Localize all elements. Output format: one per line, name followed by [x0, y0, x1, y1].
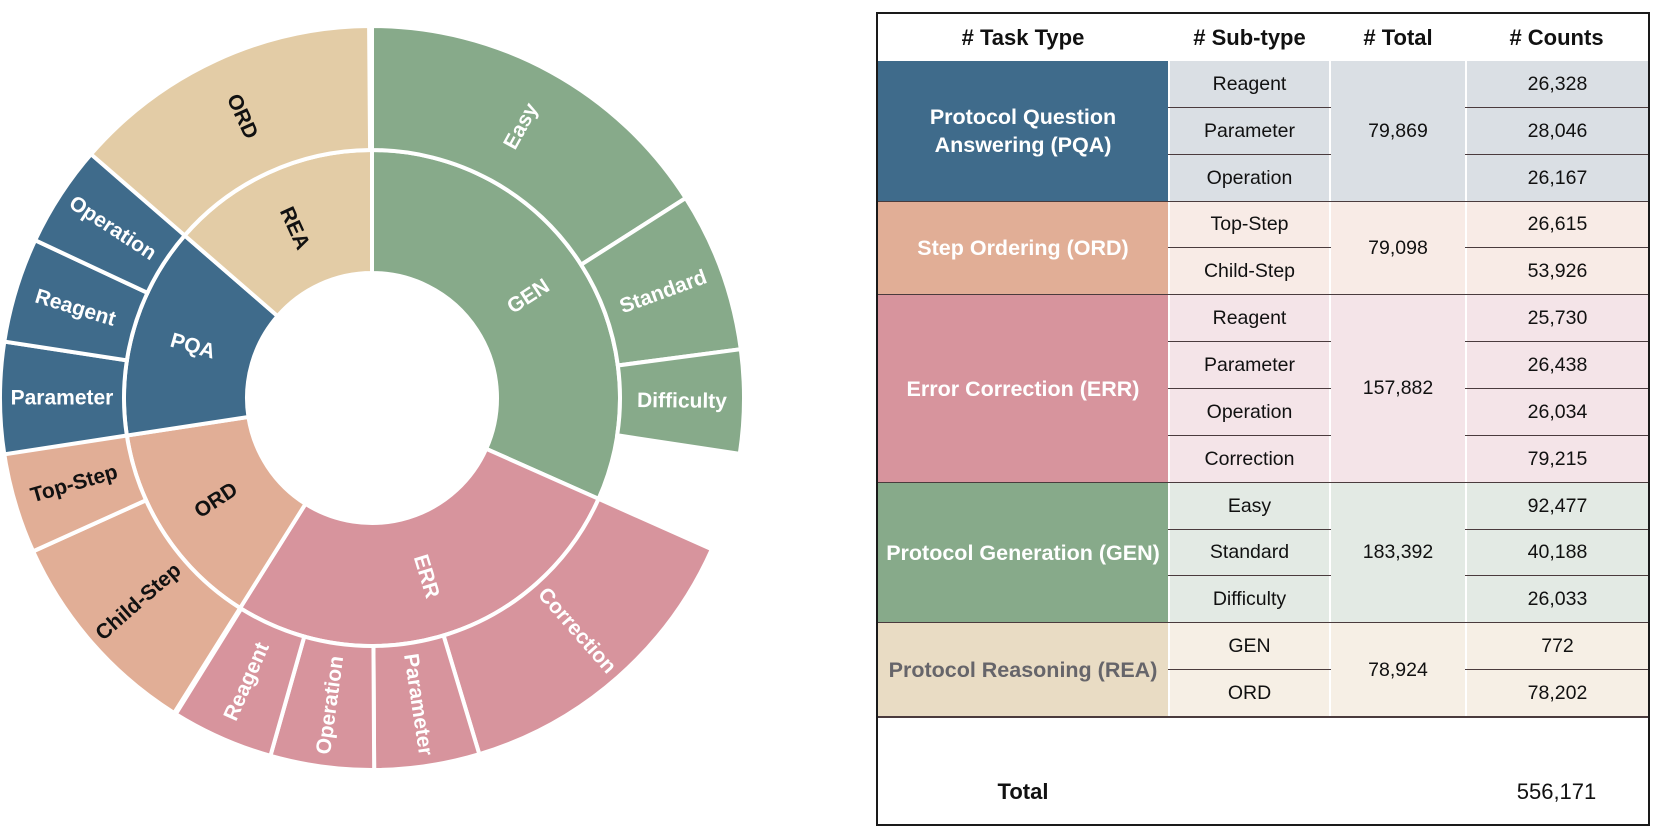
- subtype-cell: Reagent: [1168, 295, 1331, 343]
- group-total-cell: 79,869: [1331, 61, 1465, 202]
- group-total-cell: 79,098: [1331, 201, 1465, 296]
- count-cell: 79,215: [1465, 435, 1648, 483]
- count-cell: 26,328: [1465, 61, 1648, 108]
- task-type-cell: Step Ordering (ORD): [878, 201, 1168, 296]
- task-type-cell: Protocol Reasoning (REA): [878, 623, 1168, 717]
- count-cell: 26,438: [1465, 342, 1648, 389]
- count-cell: 40,188: [1465, 529, 1648, 577]
- subtype-cell: GEN: [1168, 623, 1331, 671]
- subtype-cell: Correction: [1168, 435, 1331, 483]
- subtype-cell: Standard: [1168, 529, 1331, 577]
- header-sub-type: # Sub-type: [1193, 25, 1306, 50]
- outer-label-gen-difficulty: Difficulty: [637, 389, 727, 413]
- group-divider: [878, 715, 1648, 718]
- grand-total-value: 556,171: [1516, 779, 1597, 804]
- subtype-cell: Top-Step: [1168, 201, 1331, 249]
- task-table: # Task Type # Sub-type # Total # Counts …: [876, 12, 1650, 826]
- count-cell: 28,046: [1465, 107, 1648, 155]
- count-cell: 26,034: [1465, 388, 1648, 436]
- outer-segment-rea-ord: [88, 23, 373, 239]
- header-total: # Total: [1363, 25, 1433, 50]
- count-cell: 78,202: [1465, 670, 1648, 717]
- group-total-cell: 78,924: [1331, 623, 1465, 717]
- count-cell: 25,730: [1465, 295, 1648, 343]
- count-cell: 26,167: [1465, 154, 1648, 202]
- group-total-cell: 157,882: [1331, 295, 1465, 483]
- count-cell: 53,926: [1465, 248, 1648, 296]
- task-type-cell: Error Correction (ERR): [878, 295, 1168, 483]
- count-cell: 26,033: [1465, 576, 1648, 624]
- count-cell: 92,477: [1465, 482, 1648, 530]
- header-counts: # Counts: [1509, 25, 1604, 50]
- sunburst-chart: GENEasyStandardDifficultyERRCorrectionPa…: [0, 23, 746, 773]
- subtype-cell: Parameter: [1168, 342, 1331, 389]
- total-row: Total 556,171: [878, 759, 1648, 824]
- subtype-cell: Operation: [1168, 388, 1331, 436]
- subtype-cell: Operation: [1168, 154, 1331, 202]
- table-header: # Task Type # Sub-type # Total # Counts: [878, 14, 1648, 63]
- outer-segment-gen-easy: [370, 23, 689, 268]
- group-total-cell: 183,392: [1331, 482, 1465, 624]
- subtype-cell: Easy: [1168, 482, 1331, 530]
- count-cell: 26,615: [1465, 201, 1648, 249]
- subtype-cell: ORD: [1168, 670, 1331, 717]
- task-type-cell: Protocol Question Answering (PQA): [878, 61, 1168, 202]
- outer-label-pqa-parameter: Parameter: [11, 386, 114, 409]
- total-label: Total: [997, 779, 1049, 804]
- task-type-cell: Protocol Generation (GEN): [878, 482, 1168, 624]
- subtype-cell: Reagent: [1168, 61, 1331, 108]
- header-task-type: # Task Type: [961, 25, 1085, 50]
- outer-segment-gen-difficulty: [614, 346, 746, 457]
- subtype-cell: Parameter: [1168, 107, 1331, 155]
- count-cell: 772: [1465, 623, 1648, 671]
- subtype-cell: Difficulty: [1168, 576, 1331, 624]
- subtype-cell: Child-Step: [1168, 248, 1331, 296]
